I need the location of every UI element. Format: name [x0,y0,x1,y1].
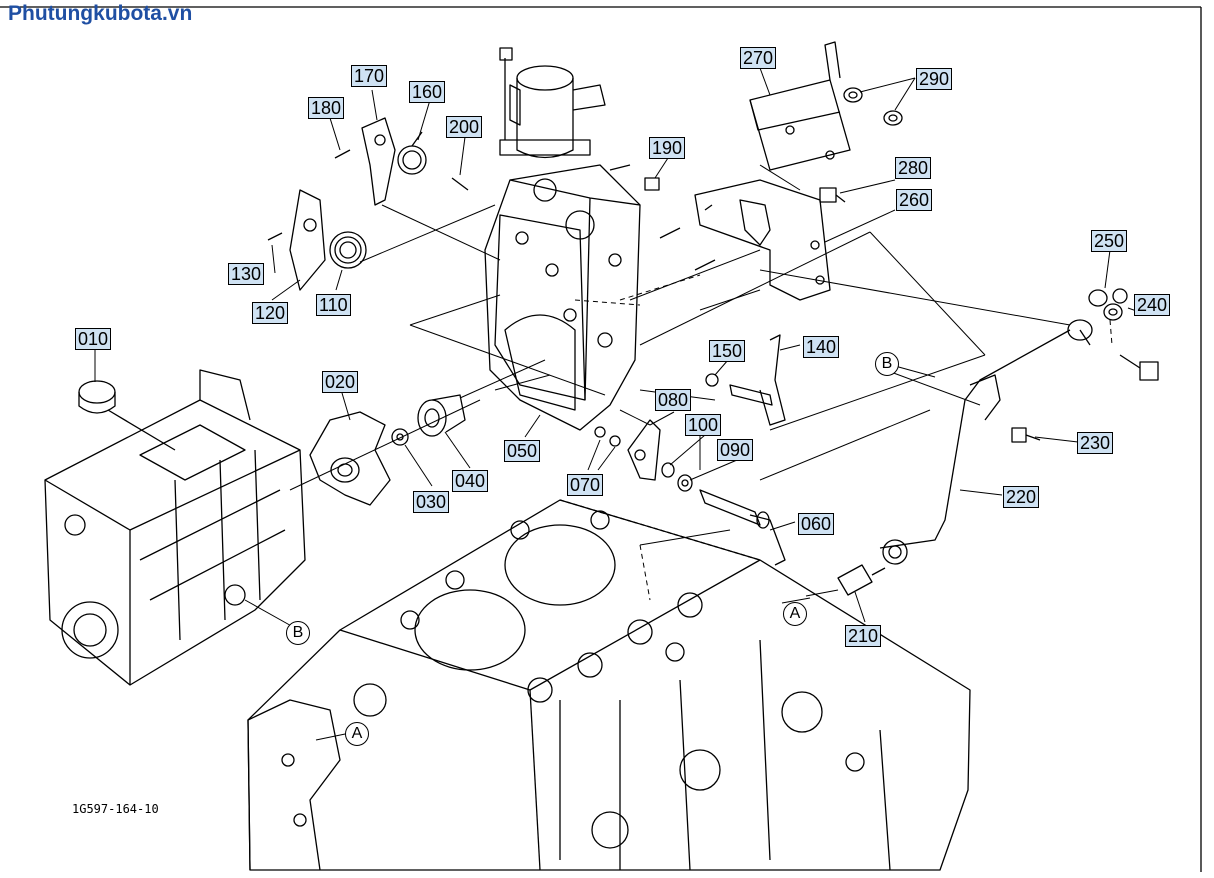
part-label-100[interactable]: 100 [685,414,722,436]
part-label-140[interactable]: 140 [803,336,840,358]
part-050-housing [484,164,641,431]
part-070-orings [594,426,621,447]
part-270-bracket [749,41,851,171]
part-060-shaft [699,489,786,566]
part-label-190[interactable]: 190 [649,137,686,159]
part-label-280[interactable]: 280 [895,157,932,179]
ref-marker-b-upper: B [875,352,899,376]
part-label-130[interactable]: 130 [228,263,265,285]
hidden-lines [574,274,1113,601]
part-label-200[interactable]: 200 [446,116,483,138]
part-260-plate [694,179,831,301]
leader-lines [94,67,1149,623]
part-290-washers [843,87,903,126]
part-280-bolt [819,187,846,203]
part-label-150[interactable]: 150 [709,340,746,362]
part-label-210[interactable]: 210 [845,625,882,647]
part-label-060[interactable]: 060 [798,513,835,535]
part-110-spring [329,231,367,269]
part-label-270[interactable]: 270 [740,47,777,69]
part-label-250[interactable]: 250 [1091,230,1128,252]
ref-marker-a-left: A [345,722,369,746]
part-250-washers [1088,288,1128,321]
part-190-bolt [609,164,660,191]
part-140-lever [729,334,786,426]
gear-case [44,369,306,686]
part-label-260[interactable]: 260 [896,189,933,211]
part-240-bolt [1119,354,1159,381]
part-010-cap [78,380,176,451]
part-label-290[interactable]: 290 [916,68,953,90]
part-150-oring [705,373,719,387]
part-label-010[interactable]: 010 [75,328,112,350]
part-160-spring [397,131,427,175]
part-label-040[interactable]: 040 [452,470,489,492]
solenoid [499,47,606,159]
part-080-plate [627,419,661,481]
part-210-fitting [837,564,886,596]
part-label-220[interactable]: 220 [1003,486,1040,508]
site-watermark: Phutungkubota.vn [8,2,193,25]
part-label-120[interactable]: 120 [252,302,289,324]
part-label-020[interactable]: 020 [322,371,359,393]
ref-marker-a-right: A [783,602,807,626]
part-040-collar [417,394,466,437]
part-label-090[interactable]: 090 [717,439,754,461]
part-label-080[interactable]: 080 [655,389,692,411]
part-label-050[interactable]: 050 [504,440,541,462]
part-090-100-washers [661,462,693,492]
part-230-bolt [1011,427,1041,443]
part-120-lever [289,189,326,291]
part-label-170[interactable]: 170 [351,65,388,87]
part-020-lever [309,411,391,506]
assembly-lines [244,164,1071,741]
part-label-180[interactable]: 180 [308,97,345,119]
part-label-070[interactable]: 070 [567,474,604,496]
part-label-030[interactable]: 030 [413,491,450,513]
part-label-230[interactable]: 230 [1077,432,1114,454]
part-label-110[interactable]: 110 [316,294,351,316]
part-label-240[interactable]: 240 [1134,294,1171,316]
ref-marker-b-lower: B [286,621,310,645]
part-030-washer [391,428,409,446]
figure-code: 1G597-164-10 [72,802,159,816]
engine-block [247,499,971,871]
part-220-rod [879,319,1093,565]
small-pins [267,149,716,271]
part-label-160[interactable]: 160 [409,81,446,103]
part-170-lever [361,117,396,206]
